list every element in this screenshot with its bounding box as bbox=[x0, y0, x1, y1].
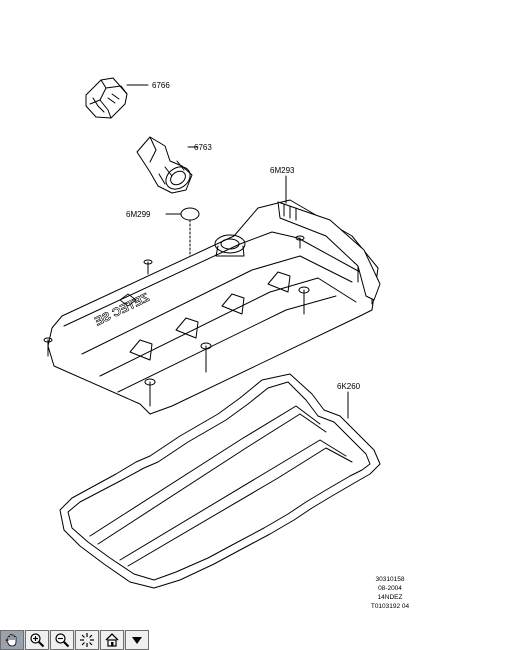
fit-view-icon bbox=[80, 633, 94, 647]
reference-line: T0103192 04 bbox=[370, 603, 410, 610]
hand-pan-icon bbox=[5, 634, 17, 647]
pan-button[interactable] bbox=[0, 630, 24, 650]
oil-filler-neck bbox=[136, 136, 199, 194]
reference-line: 08-2004 bbox=[378, 585, 402, 592]
zoom-out-button[interactable] bbox=[50, 630, 74, 650]
callout-6766: 6766 bbox=[152, 81, 170, 90]
fit-view-button[interactable] bbox=[75, 630, 99, 650]
reference-line: 30310158 bbox=[375, 576, 405, 583]
cover-plug bbox=[165, 207, 200, 299]
callout-6K260: 6K260 bbox=[337, 382, 361, 391]
dropdown-arrow-icon bbox=[132, 637, 142, 644]
viewer-toolbar bbox=[0, 630, 149, 650]
callout-6M299: 6M299 bbox=[126, 210, 151, 219]
callout-6M293: 6M293 bbox=[270, 166, 295, 175]
dropdown-button[interactable] bbox=[125, 630, 149, 650]
zoom-in-button[interactable] bbox=[25, 630, 49, 650]
cam-cover bbox=[43, 175, 381, 415]
home-icon bbox=[105, 633, 119, 647]
cam-cover-gasket bbox=[59, 373, 381, 589]
exploded-parts-diagram: 6766 6763 6M299 6M293 6K260 ZETEC SE bbox=[43, 77, 381, 589]
casting-lettering bbox=[119, 293, 137, 307]
zoom-in-icon bbox=[30, 633, 45, 648]
callout-6763: 6763 bbox=[194, 143, 212, 152]
oil-filler-cap bbox=[85, 77, 149, 119]
reference-block: 30310158 08-2004 14NDEZ T0103192 04 bbox=[340, 575, 440, 611]
reference-line: 14NDEZ bbox=[377, 594, 403, 601]
home-button[interactable] bbox=[100, 630, 124, 650]
zoom-out-icon bbox=[55, 633, 70, 648]
